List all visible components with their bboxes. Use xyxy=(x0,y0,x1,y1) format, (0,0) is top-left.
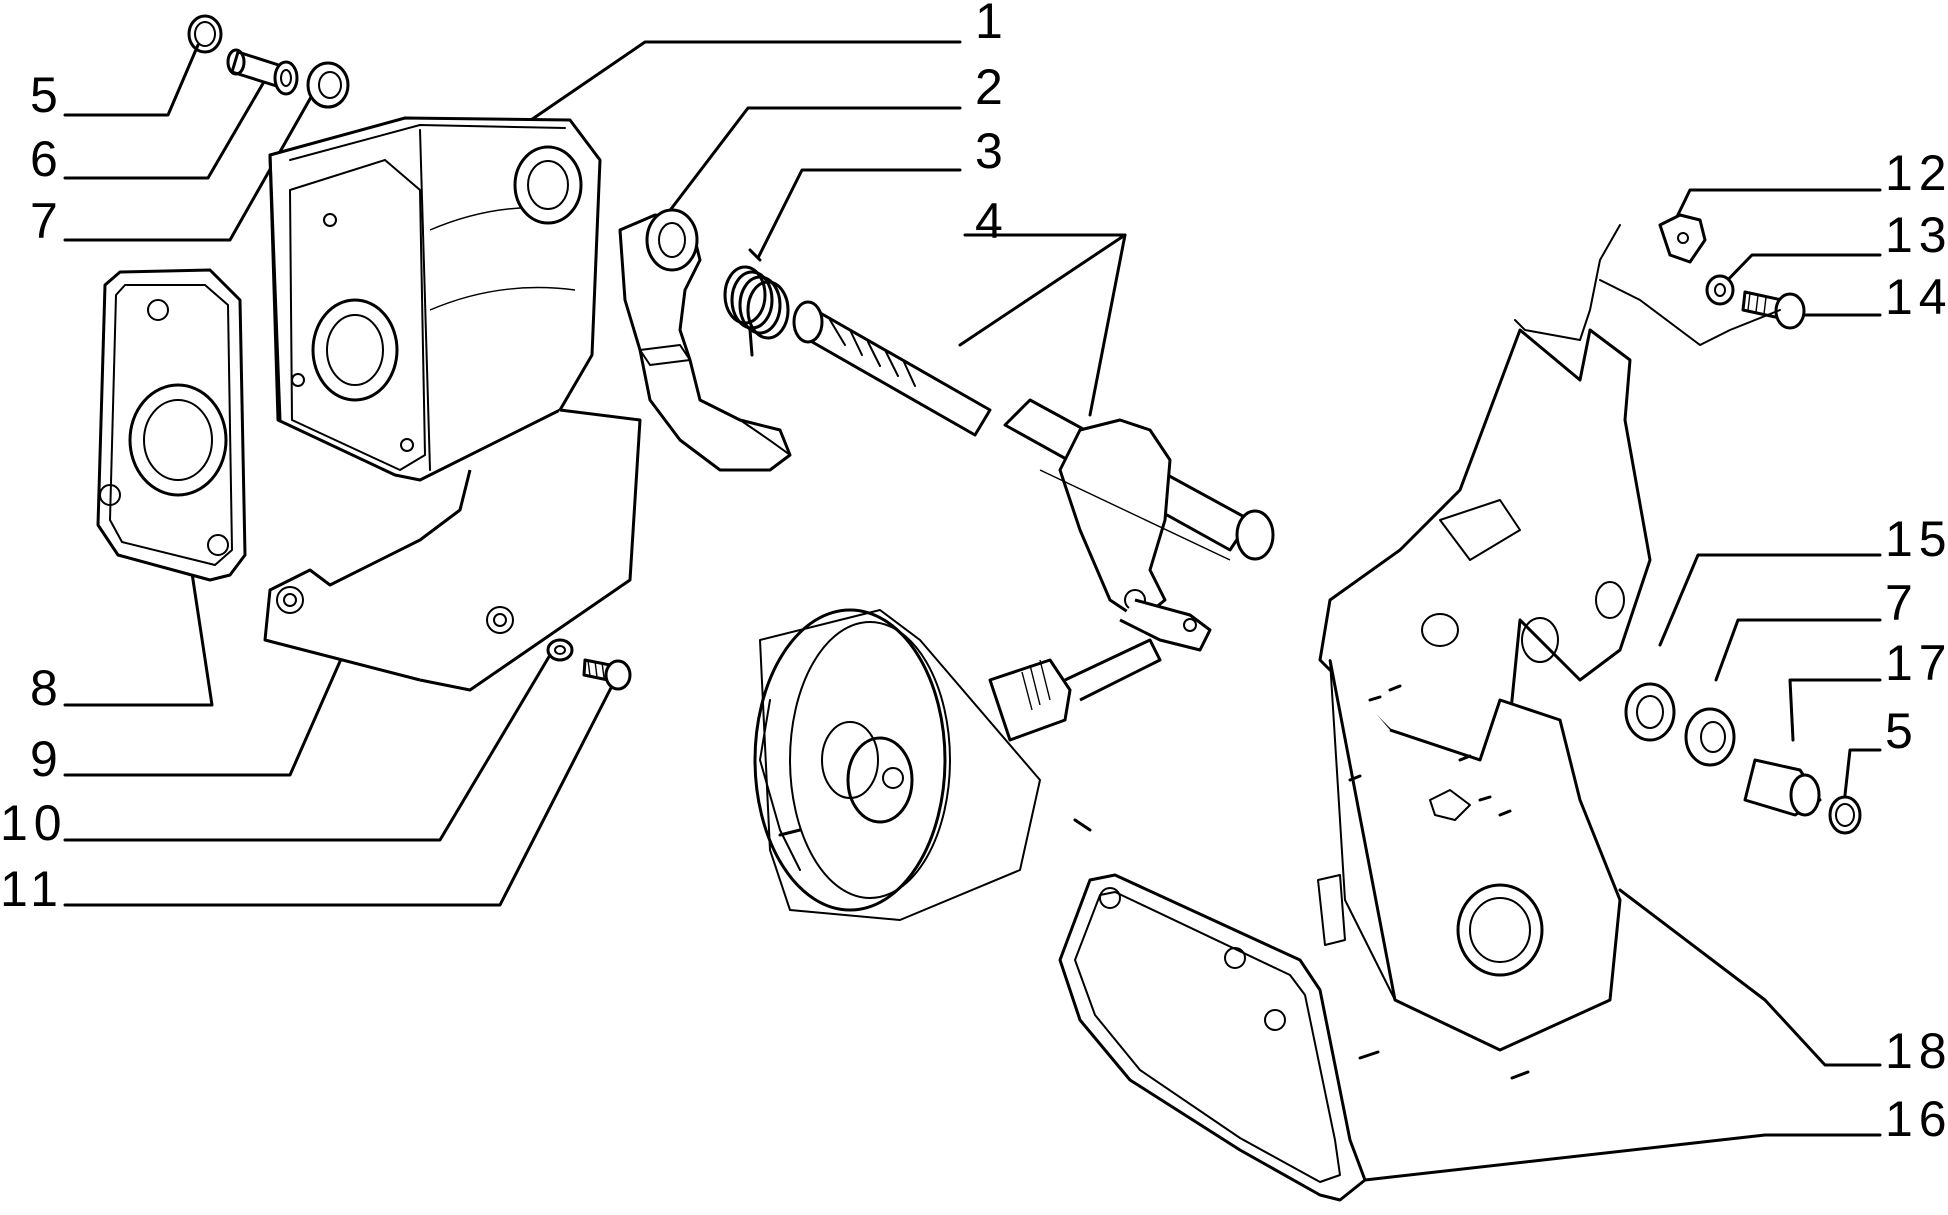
callout-13: 13 xyxy=(1885,207,1948,263)
callout-14: 14 xyxy=(1885,269,1948,325)
brake-booster xyxy=(753,608,1162,921)
callout-17: 17 xyxy=(1885,635,1948,691)
part-18-pedal-box xyxy=(1317,328,1652,1080)
part-16-gasket xyxy=(1058,873,1367,1202)
callout-16: 16 xyxy=(1885,1091,1948,1147)
callout-9: 9 xyxy=(30,731,64,787)
callout-2: 2 xyxy=(975,59,1009,115)
part-10-washer xyxy=(546,638,574,662)
part-13-washer xyxy=(1705,274,1735,306)
part-12-bracket xyxy=(1658,213,1707,264)
part-4-shaft xyxy=(792,300,1275,652)
callout-labels: 1 2 3 4 5 6 7 8 9 10 11 12 13 14 15 7 17… xyxy=(0,0,1948,1147)
callout-5-left: 5 xyxy=(30,67,64,123)
callout-6: 6 xyxy=(30,131,64,187)
callout-1: 1 xyxy=(975,0,1009,49)
callout-7-right: 7 xyxy=(1885,575,1919,631)
callout-12: 12 xyxy=(1885,145,1948,201)
callout-8: 8 xyxy=(30,660,64,716)
part-8-gasket-plate xyxy=(96,268,247,582)
part-17-sleeve xyxy=(1743,758,1822,817)
part-7-ring-right xyxy=(1684,707,1736,767)
callout-11: 11 xyxy=(0,861,64,917)
part-18-pointer-lines xyxy=(1514,224,1781,346)
callout-3: 3 xyxy=(975,123,1009,179)
callout-4: 4 xyxy=(975,193,1009,249)
part-15-seal-ring xyxy=(1624,682,1676,742)
part-1-housing xyxy=(263,116,642,692)
callout-7-left: 7 xyxy=(30,193,64,249)
part-2-pedal-lever xyxy=(618,208,792,472)
part-5-clip-ring-left xyxy=(187,14,223,54)
callout-10: 10 xyxy=(0,795,68,851)
part-5-clip-ring-right xyxy=(1828,795,1862,835)
callout-15: 15 xyxy=(1885,511,1948,567)
part-7-ring-left xyxy=(306,61,350,109)
callout-18: 18 xyxy=(1885,1023,1948,1079)
part-14-bolt xyxy=(1741,290,1806,330)
callout-5-right: 5 xyxy=(1885,703,1919,759)
part-6-bushing xyxy=(226,48,299,96)
part-3-spring xyxy=(723,248,790,357)
part-11-bolt xyxy=(582,658,632,691)
